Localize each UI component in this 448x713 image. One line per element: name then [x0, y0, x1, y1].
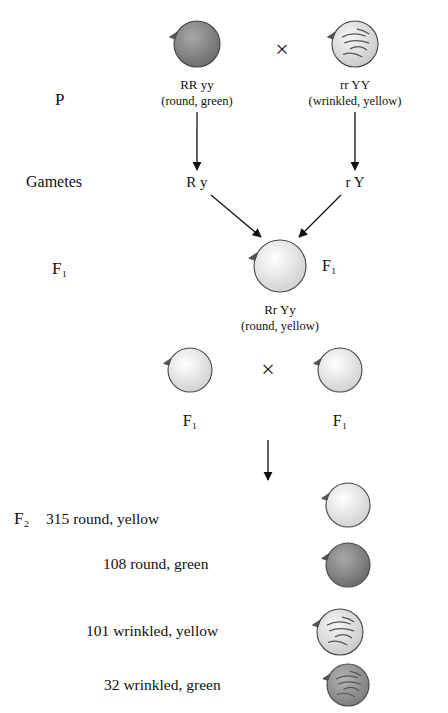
- pea-node: F₁ Rr Yy(round, yellow): [195, 236, 365, 335]
- pea-hilum: [314, 359, 321, 366]
- pea-body: [317, 609, 363, 655]
- pea-figure: [320, 17, 390, 71]
- pea-hilum: [322, 554, 329, 561]
- pea-body: [326, 483, 370, 527]
- pea-caption: Rr Yy: [264, 301, 296, 318]
- pea-wrinkle: [350, 47, 366, 50]
- pea-node: F₁: [306, 344, 374, 429]
- cross-sign: ×: [261, 356, 275, 383]
- row-label: 315 round, yellow: [46, 510, 159, 528]
- gamete-text: r Y: [345, 174, 364, 191]
- pea-caption: F₁: [183, 412, 197, 429]
- cross-sign: ×: [275, 36, 289, 63]
- pea-wrinkle: [338, 693, 355, 696]
- row-label: F₁: [52, 259, 67, 279]
- gamete-box: R y: [180, 172, 213, 193]
- pea-wrinkle: [350, 671, 361, 675]
- row-label: 108 round, green: [103, 555, 208, 573]
- pea-figure: [156, 344, 224, 396]
- pea-figure: [162, 17, 232, 71]
- pea-hilum: [249, 252, 258, 260]
- pea-caption: (round, green): [161, 93, 233, 110]
- pea-caption: F₁: [333, 412, 347, 429]
- pea-body: [254, 240, 306, 292]
- pea-wrinkle: [342, 34, 365, 37]
- f2-peas: [312, 483, 370, 706]
- pea-body: [332, 21, 378, 67]
- pea-caption: (round, yellow): [241, 318, 319, 335]
- pea-wrinkle: [357, 29, 369, 34]
- cross-arrow: [354, 112, 355, 170]
- pea-body: [327, 664, 369, 706]
- pea-figure: [242, 236, 318, 296]
- pea-wrinkle: [342, 617, 354, 622]
- pea-caption: (wrinkled, yellow): [308, 93, 401, 110]
- row-label: P: [55, 90, 64, 110]
- pea-hilum: [312, 620, 320, 627]
- pea-hilum: [327, 32, 335, 39]
- pea-hilum: [322, 494, 329, 501]
- pea: [312, 609, 363, 655]
- cross-arrow: [299, 195, 341, 237]
- cross-arrow: [267, 440, 268, 480]
- pea-wrinkle: [344, 687, 359, 690]
- pea-node: rr YY(wrinkled, yellow): [308, 17, 401, 110]
- row-label: 32 wrinkled, green: [104, 676, 221, 694]
- gamete-text: R y: [186, 174, 207, 191]
- generation-label: F₁: [318, 257, 365, 275]
- pea-node: RR yy(round, green): [161, 17, 233, 110]
- pea-row: F₁: [195, 236, 365, 296]
- pea-wrinkle: [329, 641, 347, 645]
- pea-caption: rr YY: [340, 76, 370, 93]
- cross-arrow: [211, 195, 261, 237]
- pea-body: [174, 21, 220, 67]
- pea-wrinkle: [339, 682, 361, 684]
- pea-wrinkle: [327, 622, 350, 625]
- pea-body: [168, 348, 212, 392]
- pea-caption: RR yy: [180, 76, 214, 93]
- pea-wrinkle: [335, 635, 351, 638]
- pea-body: [326, 543, 370, 587]
- pea: [322, 543, 370, 587]
- pea-figure: [306, 344, 374, 396]
- row-label: F₂: [14, 509, 29, 529]
- gamete-box: r Y: [339, 172, 370, 193]
- pea-wrinkle: [336, 676, 357, 679]
- pea: [323, 664, 369, 706]
- pea-wrinkle: [330, 629, 354, 631]
- pea-wrinkle: [344, 53, 362, 57]
- pea-hilum: [164, 359, 171, 366]
- pea-node: F₁: [156, 344, 224, 429]
- pea: [322, 483, 370, 527]
- row-label: Gametes: [26, 173, 82, 191]
- pea-hilum: [169, 32, 177, 39]
- pea-body: [318, 348, 362, 392]
- row-label: 101 wrinkled, yellow: [86, 622, 218, 640]
- pea-wrinkle: [345, 41, 369, 43]
- cross-arrow: [196, 112, 197, 170]
- pea-hilum: [323, 674, 330, 680]
